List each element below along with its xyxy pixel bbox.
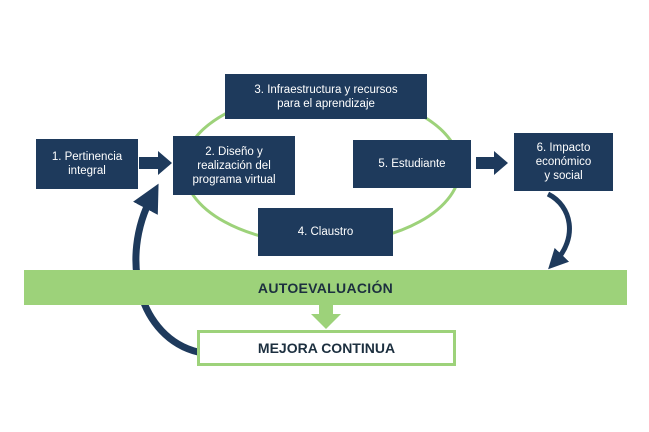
box-claustro: 4. Claustro [258, 208, 393, 256]
box-infraestructura-recursos: 3. Infraestructura y recursos para el ap… [225, 74, 427, 119]
arrow-autoevaluacion-to-mejora [311, 304, 341, 329]
arrow-impacto-to-autoevaluacion [546, 191, 572, 270]
autoevaluacion-band: AUTOEVALUACIÓN [24, 270, 627, 305]
mejora-continua-box: MEJORA CONTINUA [197, 330, 456, 366]
box-diseno-programa-virtual: 2. Diseño y realización del programa vir… [173, 136, 295, 195]
arrow-pertinencia-to-diseno [139, 151, 172, 175]
box-pertinencia-integral: 1. Pertinencia integral [36, 139, 138, 189]
box-estudiante: 5. Estudiante [353, 140, 471, 188]
arrow-estudiante-to-impacto [476, 151, 508, 175]
box-impacto-economico-social: 6. Impacto económico y social [514, 133, 613, 191]
